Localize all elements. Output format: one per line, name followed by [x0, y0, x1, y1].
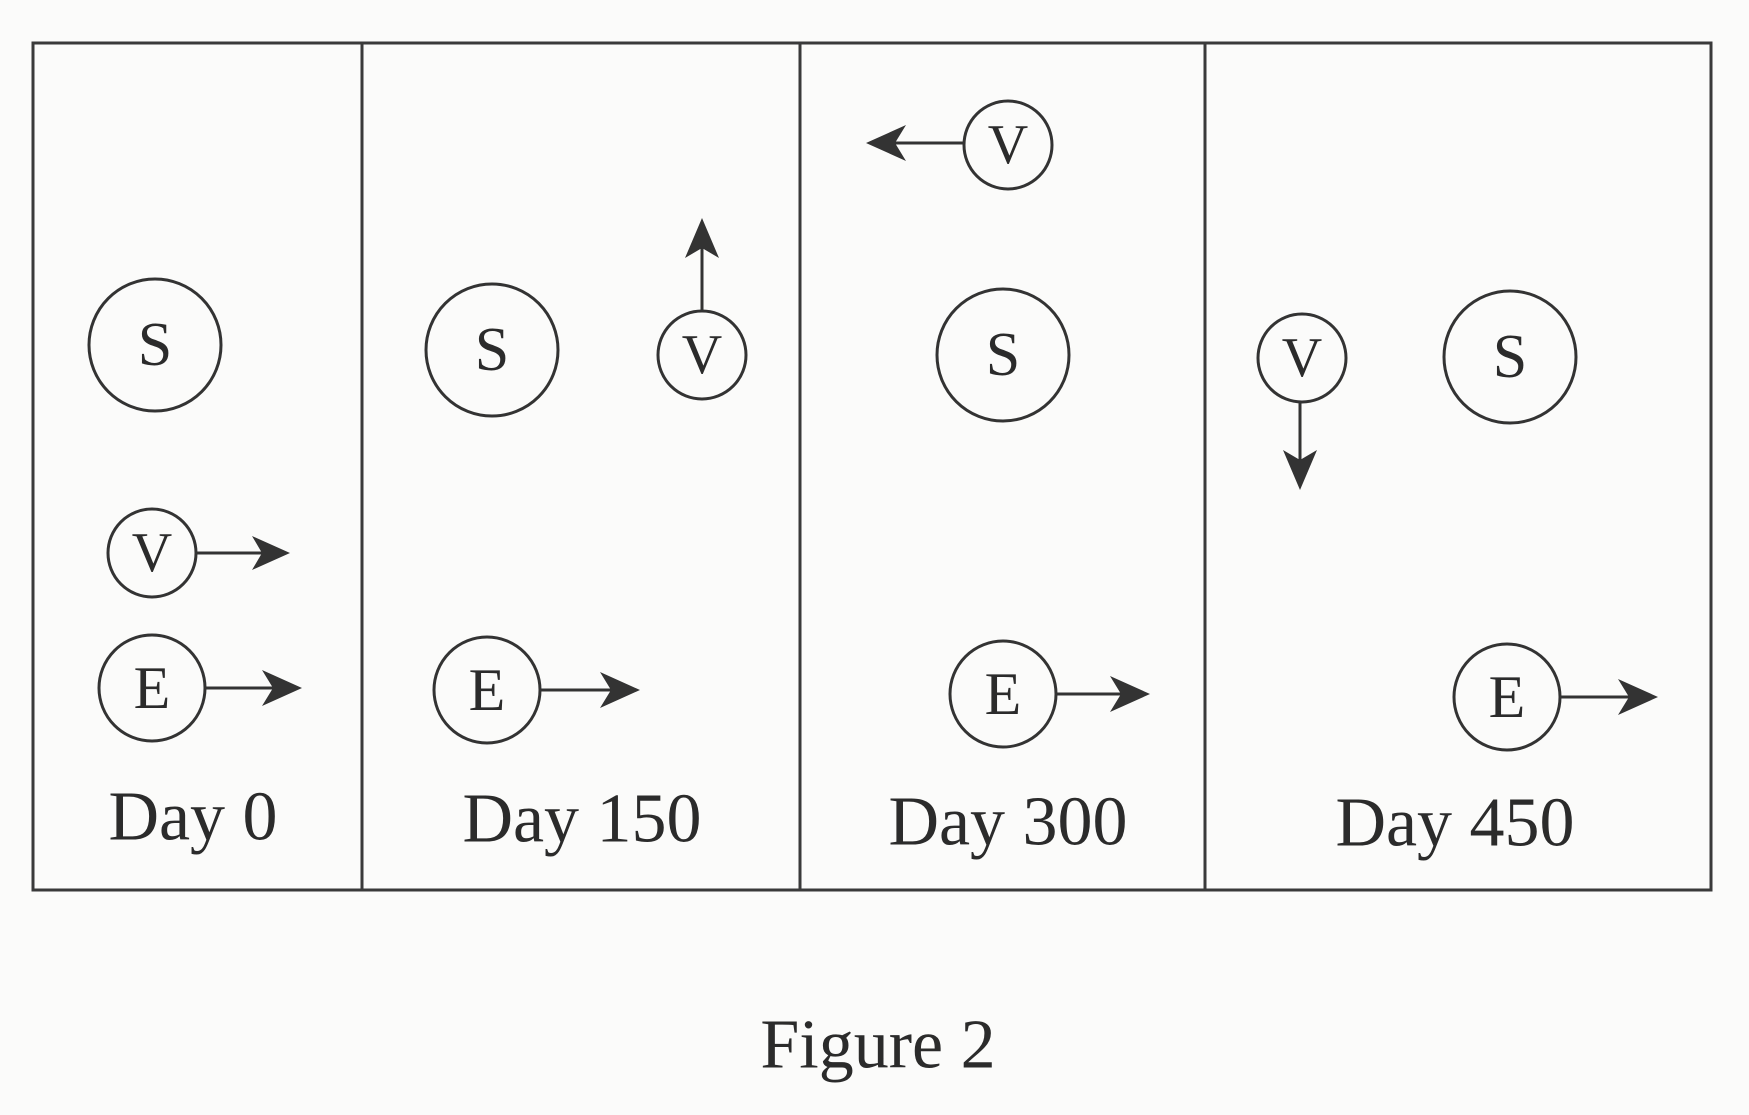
- venus-body: V: [1256, 312, 1348, 490]
- venus-letter: V: [988, 114, 1028, 176]
- panel-day-0: S V E Day 0: [87, 277, 302, 856]
- venus-body: V: [656, 218, 748, 401]
- earth-body: E: [97, 633, 302, 743]
- venus-circle: [962, 99, 1054, 191]
- sun-body: S: [1442, 289, 1578, 425]
- venus-body: V: [866, 99, 1054, 191]
- earth-letter: E: [469, 657, 506, 723]
- day-label: Day 450: [1335, 785, 1574, 862]
- venus-letter: V: [132, 522, 172, 584]
- venus-circle: [106, 507, 198, 599]
- venus-velocity-arrow-up: [685, 218, 719, 311]
- earth-circle: [1452, 642, 1562, 752]
- venus-letter: V: [682, 324, 722, 386]
- earth-velocity-arrow-right: [206, 670, 302, 706]
- panel-frame: [31, 41, 1713, 892]
- panel-day-300: V S E Day 300: [866, 99, 1150, 861]
- day-label: Day 0: [108, 779, 277, 856]
- earth-circle: [432, 635, 542, 745]
- sun-letter: S: [1493, 323, 1527, 391]
- panel-day-450: V S E Day 450: [1256, 289, 1658, 862]
- venus-circle: [1256, 312, 1348, 404]
- sun-body: S: [424, 282, 560, 418]
- earth-velocity-arrow-right: [541, 672, 640, 708]
- sun-body: S: [935, 287, 1071, 423]
- venus-body: V: [106, 507, 290, 599]
- sun-circle: [935, 287, 1071, 423]
- venus-letter: V: [1282, 327, 1322, 389]
- sun-letter: S: [475, 316, 509, 384]
- earth-letter: E: [1489, 664, 1526, 730]
- sun-circle: [87, 277, 223, 413]
- day-label: Day 150: [462, 781, 701, 858]
- figure-caption: Figure 2: [760, 1007, 995, 1084]
- sun-letter: S: [138, 311, 172, 379]
- venus-velocity-arrow-left: [866, 125, 963, 161]
- earth-circle: [948, 639, 1058, 749]
- venus-velocity-arrow-down: [1283, 403, 1317, 490]
- sun-body: S: [87, 277, 223, 413]
- panel-day-150: S V E Day 150: [424, 218, 748, 858]
- sun-circle: [424, 282, 560, 418]
- earth-letter: E: [134, 655, 171, 721]
- sun-circle: [1442, 289, 1578, 425]
- day-label: Day 300: [888, 784, 1127, 861]
- earth-body: E: [1452, 642, 1658, 752]
- earth-letter: E: [985, 661, 1022, 727]
- outer-border: [31, 41, 1713, 892]
- venus-velocity-arrow-right: [197, 536, 290, 570]
- earth-velocity-arrow-right: [1057, 676, 1150, 712]
- sun-letter: S: [986, 321, 1020, 389]
- earth-velocity-arrow-right: [1561, 679, 1658, 715]
- earth-body: E: [948, 639, 1150, 749]
- earth-body: E: [432, 635, 640, 745]
- earth-circle: [97, 633, 207, 743]
